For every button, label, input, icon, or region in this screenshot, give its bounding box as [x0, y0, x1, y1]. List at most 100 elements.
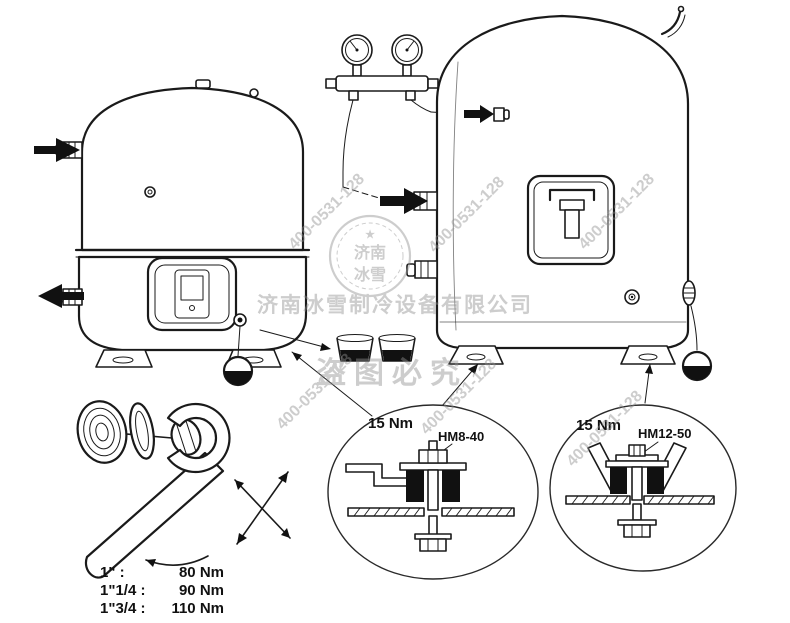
valve-knob-right: [427, 78, 439, 89]
callout-left-part: HM8-40: [438, 429, 484, 444]
gauge-right-pivot: [405, 48, 409, 52]
top-fitting: [249, 88, 259, 98]
cup-1-liquid: [340, 350, 370, 361]
fitting-thread: [83, 407, 121, 457]
bolt-sleeve: [631, 466, 643, 501]
cup-1-rim: [336, 334, 374, 342]
fitting-outer: [76, 400, 128, 464]
leader-to-cups: [259, 329, 325, 348]
oil-plug-inner: [147, 189, 153, 195]
torque-row-2-size: 1"1/4 :: [100, 582, 145, 599]
torque-row-1-size: 1" :: [100, 564, 125, 581]
gauge-left-dial: [345, 38, 369, 62]
gauge-right-needle: [406, 40, 415, 51]
sight-glass-dot: [237, 317, 243, 323]
foot-right-slot: [638, 353, 658, 361]
schrader-arrow-icon: [464, 105, 494, 123]
gauge-manifold: [325, 34, 464, 199]
callout-left: 15 Nm HM8-40: [327, 404, 539, 580]
grommet-cup: [605, 460, 669, 468]
wrench-head: [166, 402, 231, 474]
stamp-ring-inner: [336, 222, 404, 290]
gauge-left-stem: [352, 64, 362, 77]
cup-2-rim: [378, 334, 416, 342]
wrench-illustration: [76, 400, 291, 579]
ring-inner: [135, 410, 149, 452]
fitting-thread: [89, 414, 115, 450]
oil-level-ball-left: [222, 355, 254, 387]
terminal-screw: [189, 305, 195, 311]
foot-left-slot: [466, 353, 486, 361]
hose-tee-left: [348, 90, 359, 101]
ring-outer: [129, 402, 155, 460]
gauge-right-dial: [395, 38, 419, 62]
flare-fitting: [76, 400, 128, 464]
terminal-handle-stem: [564, 209, 580, 239]
valve-knob-left: [325, 78, 337, 89]
nut-facets: [175, 418, 197, 456]
bolt-shaft: [428, 515, 438, 537]
terminal-plate-inner: [533, 181, 609, 259]
discharge-fitting-cap: [406, 263, 416, 277]
grommet-cup: [399, 462, 467, 471]
wrench-handle: [84, 451, 225, 579]
flow-in-arrow-icon: [34, 138, 80, 162]
bolt-nut-bottom: [623, 524, 651, 538]
flare-ring: [129, 402, 155, 460]
leader-leftfoot-to-callout: [291, 351, 373, 417]
arrowhead: [237, 533, 247, 544]
ball-liquid: [683, 366, 711, 380]
hose-left: [342, 99, 354, 188]
grommet-right: [647, 467, 664, 494]
foot-left: [95, 349, 153, 368]
bolt-sleeve: [427, 469, 439, 511]
part-leader: [643, 441, 659, 453]
stamp-ring: [328, 214, 412, 298]
base-plate: [347, 507, 515, 517]
sight-glass-dot: [630, 295, 634, 299]
leader-lines: [237, 305, 698, 417]
leader-sideport-to-ball: [690, 305, 698, 351]
callout-left-torque: 15 Nm: [368, 415, 413, 432]
leader-arrowhead: [645, 364, 653, 374]
schrader-port-cap: [503, 109, 510, 120]
schrader-port: [493, 107, 505, 122]
stamp-line-1: 济南: [354, 243, 386, 262]
side-port-threads: [683, 287, 695, 299]
hose-right: [410, 99, 432, 113]
discharge-fitting-facets: [420, 260, 429, 279]
arrowhead: [235, 480, 244, 490]
leader-cups-arrowhead: [320, 343, 331, 351]
foot-right: [620, 345, 676, 365]
foot-left-slot: [112, 356, 134, 364]
leader-arrowhead: [468, 364, 478, 374]
foot-left: [448, 345, 504, 365]
callout-right-torque: 15 Nm: [576, 417, 621, 434]
process-tube-inner: [667, 14, 686, 38]
grommet-left: [406, 470, 424, 502]
gauge-left-needle: [349, 40, 358, 51]
torque-table: 1" : 80 Nm 1"1/4 : 90 Nm 1"3/4 : 110 Nm: [100, 564, 224, 617]
nut-facets: [427, 449, 439, 464]
arrowhead: [146, 559, 156, 567]
nut-facets: [427, 538, 439, 552]
arrowhead: [281, 528, 290, 538]
bolt-head-facets: [633, 444, 641, 457]
bolt-nut-bottom: [419, 538, 447, 552]
base-plate-hatch: [353, 507, 513, 517]
torque-row-2-value: 90 Nm: [179, 582, 224, 599]
torque-row-1-value: 80 Nm: [179, 564, 224, 581]
stamp-line-2: 冰雪: [354, 265, 386, 284]
discharge-fitting: [414, 260, 438, 279]
bolt-shaft: [632, 503, 642, 521]
oil-cups: [336, 334, 416, 362]
bolt-nut-top: [418, 449, 448, 464]
arrowhead: [278, 472, 288, 483]
right-compressor: [380, 5, 696, 365]
bolt-stud-tip: [428, 440, 438, 451]
bolt-head: [628, 444, 646, 457]
callout-right: 15 Nm HM12-50: [549, 404, 737, 572]
terminal-cover: [174, 269, 210, 319]
ball-liquid: [224, 371, 252, 385]
